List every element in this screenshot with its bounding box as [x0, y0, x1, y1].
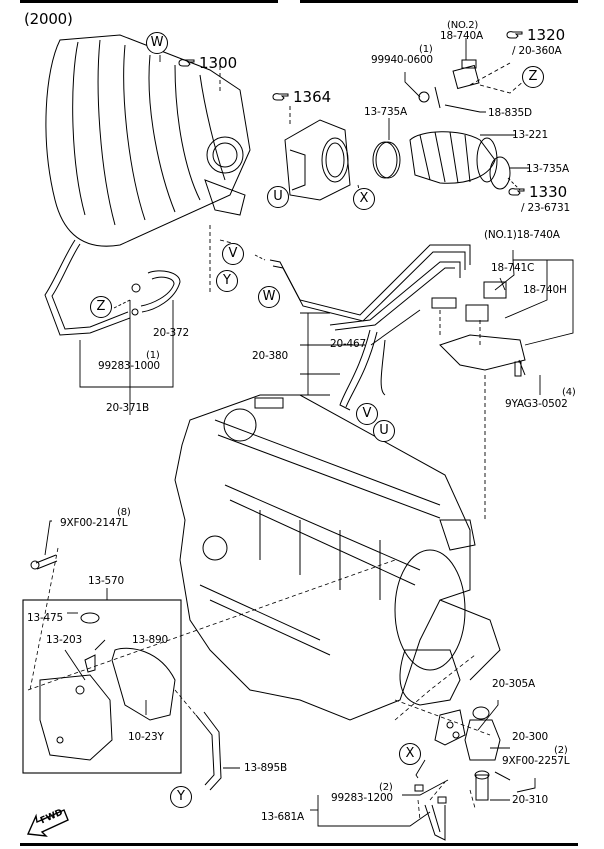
- connector-z: Z: [90, 296, 112, 318]
- leader-lines-left: [79, 299, 174, 415]
- engine-block-drawing: [174, 394, 501, 721]
- connector-u: U: [267, 186, 289, 208]
- connector-x: X: [399, 743, 421, 765]
- part-label-99283-1200[interactable]: 99283-1200: [331, 792, 393, 804]
- connector-w: W: [146, 32, 168, 54]
- part-label-10-23Y[interactable]: 10-23Y: [128, 731, 164, 743]
- pointing-hand-icon: [508, 188, 525, 196]
- part-qty: (1): [419, 44, 433, 55]
- part-qty: (2): [379, 782, 393, 793]
- part-label-99283-1000[interactable]: 99283-1000: [98, 360, 160, 372]
- part-label-20-310[interactable]: 20-310: [512, 794, 548, 806]
- bottom-border: [20, 843, 578, 846]
- solenoid-no2-drawing: [418, 59, 480, 109]
- connector-w: W: [258, 286, 280, 308]
- part-note: (NO.2): [447, 20, 479, 31]
- connector-v: V: [356, 403, 378, 425]
- bolt-drawing: [30, 554, 58, 570]
- part-label-18-740H[interactable]: 18-740H: [523, 284, 567, 296]
- part-qty: (1): [146, 350, 160, 361]
- part-qty: (4): [562, 387, 576, 398]
- throttle-body-drawing: [284, 119, 351, 201]
- connector-x: X: [353, 188, 375, 210]
- part-label-18-740A-no1[interactable]: (NO.1)18-740A: [484, 229, 560, 241]
- top-border: [300, 0, 578, 3]
- part-label-13-735A[interactable]: 13-735A: [364, 106, 407, 118]
- air-duct-drawing: [372, 131, 511, 190]
- hose-13-895B-drawing: [195, 711, 222, 791]
- part-label-99940-0600[interactable]: 99940-0600: [371, 54, 433, 66]
- part-label-20-300[interactable]: 20-300: [512, 731, 548, 743]
- forward-arrow-icon: [26, 809, 69, 837]
- pointing-hand-icon: [506, 31, 523, 39]
- reference-number: 1300: [199, 54, 238, 72]
- reference-1320[interactable]: 1320: [506, 27, 565, 43]
- part-label-18-741C[interactable]: 18-741C: [491, 262, 535, 274]
- cylinder-cover-drawing: [39, 612, 176, 761]
- part-label-13-895B[interactable]: 13-895B: [244, 762, 287, 774]
- part-qty: (8): [117, 507, 131, 518]
- connector-z: Z: [522, 66, 544, 88]
- reference-1364[interactable]: 1364: [272, 89, 331, 105]
- part-label-20-305A[interactable]: 20-305A: [492, 678, 535, 690]
- connector-y: Y: [170, 786, 192, 808]
- part-label-18-835D[interactable]: 18-835D: [488, 107, 532, 119]
- reference-number: 1320: [527, 26, 566, 44]
- part-label-13-203[interactable]: 13-203: [46, 634, 82, 646]
- forward-direction-indicator: FWD: [22, 802, 74, 846]
- vacuum-lines-drawing: [269, 244, 471, 411]
- part-label-13-681A[interactable]: 13-681A: [261, 811, 304, 823]
- part-label-13-890[interactable]: 13-890: [132, 634, 168, 646]
- part-label-9YAG3-0502[interactable]: 9YAG3-0502: [505, 398, 568, 410]
- solenoid-no1-drawing: [431, 281, 526, 377]
- part-label-9XF00-2257L[interactable]: 9XF00-2257L: [502, 755, 570, 767]
- pointing-hand-icon: [272, 93, 289, 101]
- part-label-18-740A-no2[interactable]: 18-740A: [440, 30, 483, 42]
- hose-13-681A-drawing: [414, 784, 447, 841]
- part-label-13-475[interactable]: 13-475: [27, 612, 63, 624]
- pointing-hand-icon: [178, 59, 195, 67]
- pcv-hose-drawing: [44, 239, 181, 336]
- reference-number: 1364: [293, 88, 332, 106]
- part-label-13-570[interactable]: 13-570: [88, 575, 124, 587]
- leader-lines-lower-left: [44, 520, 536, 827]
- reference-1320-sub: / 20-360A: [512, 45, 562, 57]
- top-border: [20, 0, 278, 3]
- reference-1300[interactable]: 1300: [178, 55, 237, 71]
- part-label-20-467[interactable]: 20-467: [330, 338, 366, 350]
- part-label-13-735A[interactable]: 13-735A: [526, 163, 569, 175]
- leader-lines-top: [159, 38, 530, 196]
- reference-1330[interactable]: 1330: [508, 184, 567, 200]
- connector-u: U: [373, 420, 395, 442]
- connector-v: V: [222, 243, 244, 265]
- connector-y: Y: [216, 270, 238, 292]
- cover-kit-box: [22, 599, 182, 774]
- part-label-13-221[interactable]: 13-221: [512, 129, 548, 141]
- part-label-20-380[interactable]: 20-380: [252, 350, 288, 362]
- guide-lines-lower: [27, 547, 491, 821]
- reference-1330-sub: / 23-6731: [521, 202, 570, 214]
- reference-number: 1330: [529, 183, 568, 201]
- intake-manifold-drawing: [45, 34, 251, 247]
- year-label: (2000): [24, 10, 73, 28]
- part-qty: (2): [554, 745, 568, 756]
- egr-valve-drawing: [434, 706, 511, 801]
- part-label-9XF00-2147L[interactable]: 9XF00-2147L: [60, 517, 128, 529]
- part-label-20-371B[interactable]: 20-371B: [106, 402, 149, 414]
- part-label-20-372[interactable]: 20-372: [153, 327, 189, 339]
